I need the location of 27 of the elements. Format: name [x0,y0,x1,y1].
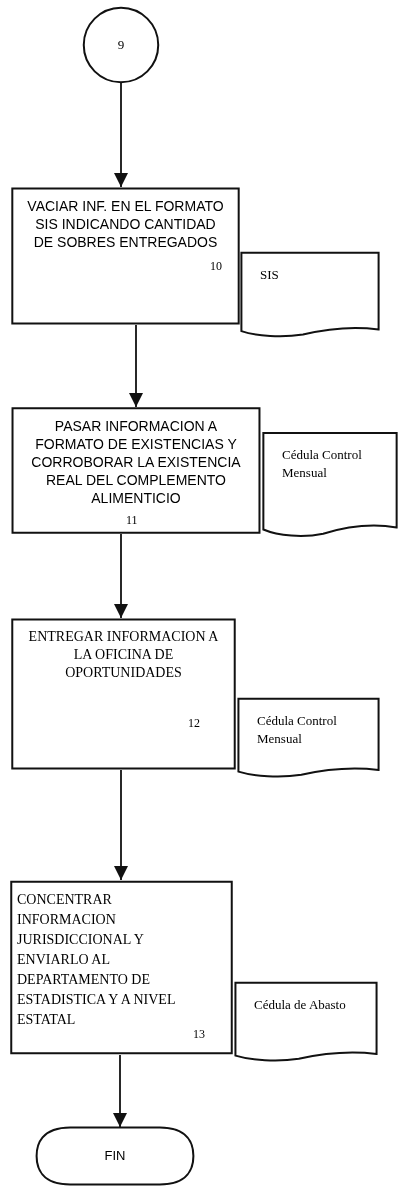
node-label: CONCENTRAR INFORMACION JURISDICCIONAL Y ENVIARLO AL DEPARTAMENTO DE ESTADISTICA Y A NIVEL ESTATAL [17,891,176,1029]
arrow [129,324,143,408]
node-label: 9 [116,36,126,55]
node-label: ENTREGAR INFORMACION A LA OFICINA DE OPORTUNIDADES [27,628,220,682]
document-shape [237,698,380,778]
node-label: Cédula Control Mensual [257,712,338,748]
node-label: FIN [103,1147,127,1166]
arrow [114,82,128,188]
node-label: PASAR INFORMACION A FORMATO DE EXISTENCIAS Y CORROBORAR LA EXISTENCIA REAL DEL COMPLEMENTO ALIMENTICIO [30,417,242,507]
node-label: SIS [260,266,280,284]
document-shape [240,252,380,338]
node-label: Cédula de Abasto [254,996,347,1014]
process-box [9,880,234,1055]
step-number: 10 [210,258,222,275]
step-number: 11 [126,512,138,529]
node-label: VACIAR INF. EN EL FORMATO SIS INDICANDO CANTIDAD DE SOBRES ENTREGADOS [26,197,225,251]
terminator-shape [35,1127,195,1185]
arrow [113,1054,127,1128]
process-box [10,618,237,770]
step-number: 12 [188,715,200,732]
document-shape [262,432,398,538]
connector-circle [83,7,159,83]
arrow [114,533,128,619]
node-label: Cédula Control Mensual [282,446,363,482]
step-number: 13 [193,1026,205,1043]
document-shape [234,982,378,1062]
arrow [114,769,128,881]
